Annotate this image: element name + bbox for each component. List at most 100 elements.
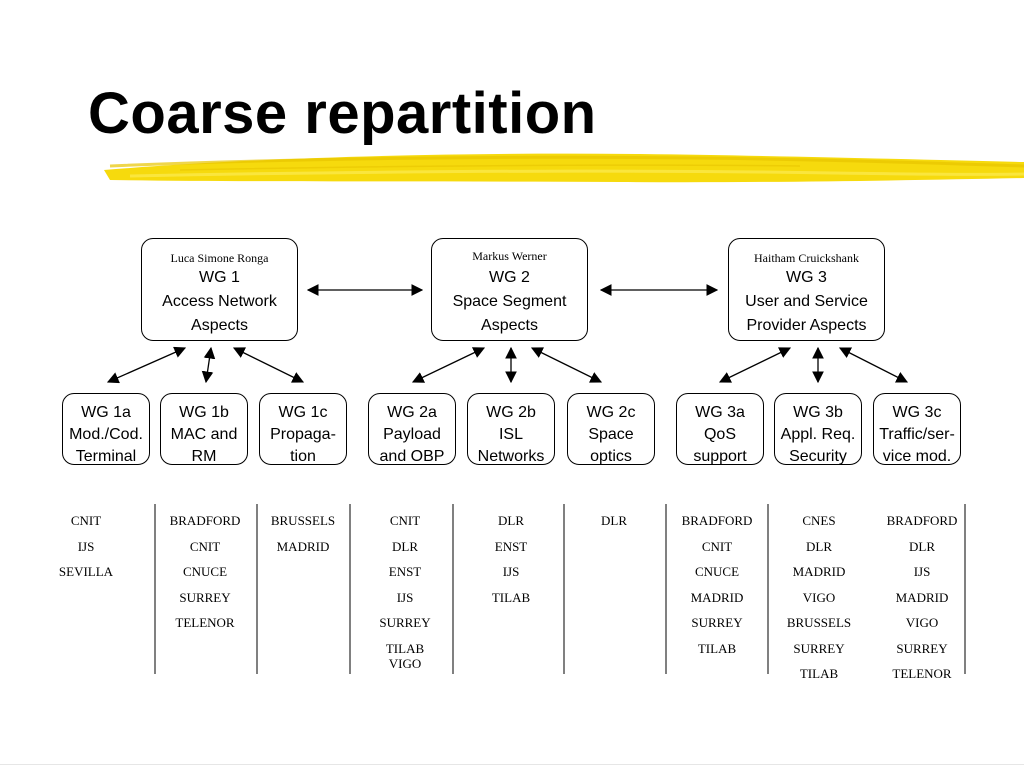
- partner-name: BRUSSELS: [270, 513, 336, 528]
- wg1a-line1: WG 1a: [81, 404, 131, 421]
- wg1-box: Luca Simone Ronga WG 1 Access Network As…: [141, 238, 298, 341]
- wg1b-box: WG 1b MAC and RM: [160, 393, 248, 465]
- partner-name: CNIT: [189, 538, 221, 554]
- wg1a-line3: Terminal: [75, 448, 137, 465]
- bottom-divider: [0, 764, 1024, 765]
- partner-name: IJS: [913, 564, 931, 579]
- partner-name: IJS: [396, 589, 414, 605]
- wg3-line1: WG 3: [786, 269, 827, 286]
- wg1-wg1a-arrow: [106, 346, 187, 384]
- partners-wg2c: DLR: [570, 508, 658, 534]
- partner-name: BRADFORD: [681, 513, 753, 528]
- partners-wg3a: BRADFORD CNIT CNUCE MADRID SURREY TILAB: [670, 508, 764, 661]
- wg3a-line2: QoS: [703, 426, 736, 443]
- wg1c-line3: tion: [290, 448, 316, 465]
- partners-wg1a: CNIT IJS SEVILLA: [56, 508, 116, 585]
- wg3-box: Haitham Cruickshank WG 3 User and Servic…: [728, 238, 885, 341]
- partner-name: BRADFORD: [886, 513, 958, 528]
- wg2c-box: WG 2c Space optics: [567, 393, 655, 465]
- slide-title: Coarse repartition: [88, 81, 597, 146]
- partner-name: BRADFORD: [169, 513, 241, 528]
- wg1-wg1c-arrow: [232, 347, 305, 383]
- partner-name: ENST: [388, 564, 422, 579]
- partners-wg1b: BRADFORD CNIT CNUCE SURREY TELENOR: [160, 508, 250, 636]
- wg3c-line2: Traffic/ser-: [879, 426, 955, 443]
- partner-name: IJS: [77, 538, 95, 554]
- partner-name: TILAB: [799, 666, 839, 681]
- wg1-line2: Access Network: [162, 293, 277, 310]
- partner-name: VIGO: [388, 655, 422, 671]
- partner-name: BRUSSELS: [786, 615, 852, 630]
- partner-name: TELENOR: [892, 666, 952, 681]
- partner-name: VIGO: [802, 589, 836, 605]
- wg1-leader: Luca Simone Ronga: [170, 251, 269, 265]
- wg2-wg2a-arrow: [411, 347, 486, 383]
- partners-wg3b: CNES DLR MADRID VIGO BRUSSELS SURREY TIL…: [774, 508, 864, 687]
- partners-wg3c: BRADFORD DLR IJS MADRID VIGO SURREY TELE…: [876, 508, 968, 687]
- wg1-line1: WG 1: [199, 269, 240, 286]
- wg3c-box: WG 3c Traffic/ser- vice mod.: [873, 393, 961, 465]
- wg3a-line1: WG 3a: [695, 404, 745, 421]
- wg2c-line3: optics: [590, 448, 632, 465]
- partner-name: CNES: [802, 513, 836, 528]
- partner-name: TELENOR: [175, 615, 235, 630]
- partners-wg2b: DLR ENST IJS TILAB: [467, 508, 555, 610]
- wg1c-line1: WG 1c: [278, 404, 328, 421]
- wg3b-line3: Security: [789, 448, 847, 465]
- wg3b-line2: Appl. Req.: [780, 426, 856, 443]
- wg1c-box: WG 1c Propaga- tion: [259, 393, 347, 465]
- partner-name: CNIT: [701, 538, 733, 554]
- partners-wg1c: BRUSSELS MADRID: [259, 508, 347, 559]
- partners-wg2a: CNIT DLR ENST IJS SURREY TILAB VIGO: [360, 508, 450, 671]
- partner-name: CNIT: [70, 513, 102, 528]
- partner-name: IJS: [502, 564, 520, 579]
- wg3-line3: Provider Aspects: [746, 317, 867, 334]
- wg2-line3: Aspects: [481, 317, 538, 334]
- wg2a-box: WG 2a Payload and OBP: [368, 393, 456, 465]
- wg2c-line1: WG 2c: [586, 404, 636, 421]
- wg2b-line2: ISL: [498, 426, 523, 443]
- wg1a-line2: Mod./Cod.: [69, 426, 143, 443]
- partner-name: SURREY: [179, 589, 231, 605]
- partner-name: MADRID: [276, 538, 330, 554]
- wg3c-line1: WG 3c: [892, 404, 942, 421]
- wg2a-line2: Payload: [383, 426, 441, 443]
- partner-name: DLR: [498, 513, 524, 528]
- wg3-wg3c-arrow: [838, 347, 909, 383]
- partner-name: DLR: [806, 538, 832, 554]
- wg2c-line2: Space: [588, 426, 634, 443]
- partner-name: TILAB: [697, 640, 737, 656]
- wg1-line3: Aspects: [191, 317, 248, 334]
- partner-name: SURREY: [793, 640, 845, 656]
- wg2-leader: Markus Werner: [472, 249, 547, 263]
- wg2b-line1: WG 2b: [486, 404, 536, 421]
- wg1b-line3: RM: [191, 448, 217, 465]
- partner-name: CNIT: [389, 513, 421, 528]
- partner-name: TILAB: [491, 589, 531, 605]
- wg2-line2: Space Segment: [452, 293, 567, 310]
- partner-name: CNUCE: [694, 564, 740, 579]
- wg2-line1: WG 2: [489, 269, 530, 286]
- partner-name: TILAB: [385, 640, 425, 656]
- partner-name: SURREY: [379, 615, 431, 630]
- partner-name: SEVILLA: [58, 564, 114, 579]
- wg1c-line2: Propaga-: [270, 426, 336, 443]
- wg1a-box: WG 1a Mod./Cod. Terminal: [62, 393, 150, 465]
- wg2-box: Markus Werner WG 2 Space Segment Aspects: [431, 238, 588, 341]
- wg2a-line3: and OBP: [379, 448, 445, 465]
- wg1b-line1: WG 1b: [179, 404, 229, 421]
- highlighter-stroke: [104, 153, 1024, 183]
- wg1-wg1b-arrow: [201, 346, 216, 384]
- wg3b-box: WG 3b Appl. Req. Security: [774, 393, 862, 465]
- partner-name: SURREY: [896, 640, 948, 656]
- wg2a-line1: WG 2a: [387, 404, 437, 421]
- partner-name: DLR: [909, 538, 935, 554]
- partner-name: MADRID: [792, 564, 846, 579]
- wg3-wg3a-arrow: [718, 347, 792, 383]
- partner-name: MADRID: [690, 589, 744, 605]
- wg3b-line1: WG 3b: [793, 404, 843, 421]
- wg3c-line3: vice mod.: [882, 448, 952, 465]
- partner-name: CNUCE: [182, 564, 228, 579]
- wg2-wg2c-arrow: [530, 347, 603, 383]
